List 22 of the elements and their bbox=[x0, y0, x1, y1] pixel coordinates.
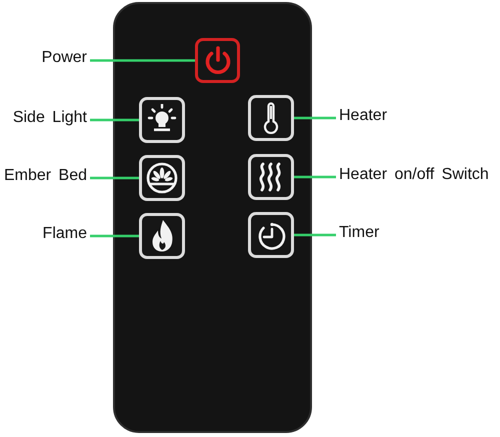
leader-line bbox=[90, 59, 195, 62]
button-label: Timer bbox=[336, 223, 382, 243]
button-label: Flame bbox=[40, 224, 90, 244]
remote-button bbox=[248, 95, 294, 141]
leader-line bbox=[294, 176, 336, 178]
button-label: Heater on/off Switch bbox=[336, 165, 492, 185]
remote-button bbox=[248, 154, 294, 200]
remote-button bbox=[248, 212, 294, 258]
remote-button bbox=[139, 97, 185, 143]
leader-line bbox=[294, 234, 336, 236]
leader-line bbox=[90, 176, 139, 180]
button-label: Heater bbox=[336, 106, 390, 126]
leader-line bbox=[90, 234, 139, 238]
remote-button bbox=[139, 213, 185, 259]
remote-control bbox=[113, 2, 312, 433]
button-label: Power bbox=[38, 48, 90, 68]
button-label: Ember Bed bbox=[0, 166, 90, 186]
power-button bbox=[195, 38, 240, 83]
remote-button bbox=[139, 155, 185, 201]
leader-line bbox=[90, 118, 139, 122]
leader-line bbox=[294, 116, 336, 120]
button-label: Side Light bbox=[10, 108, 90, 128]
